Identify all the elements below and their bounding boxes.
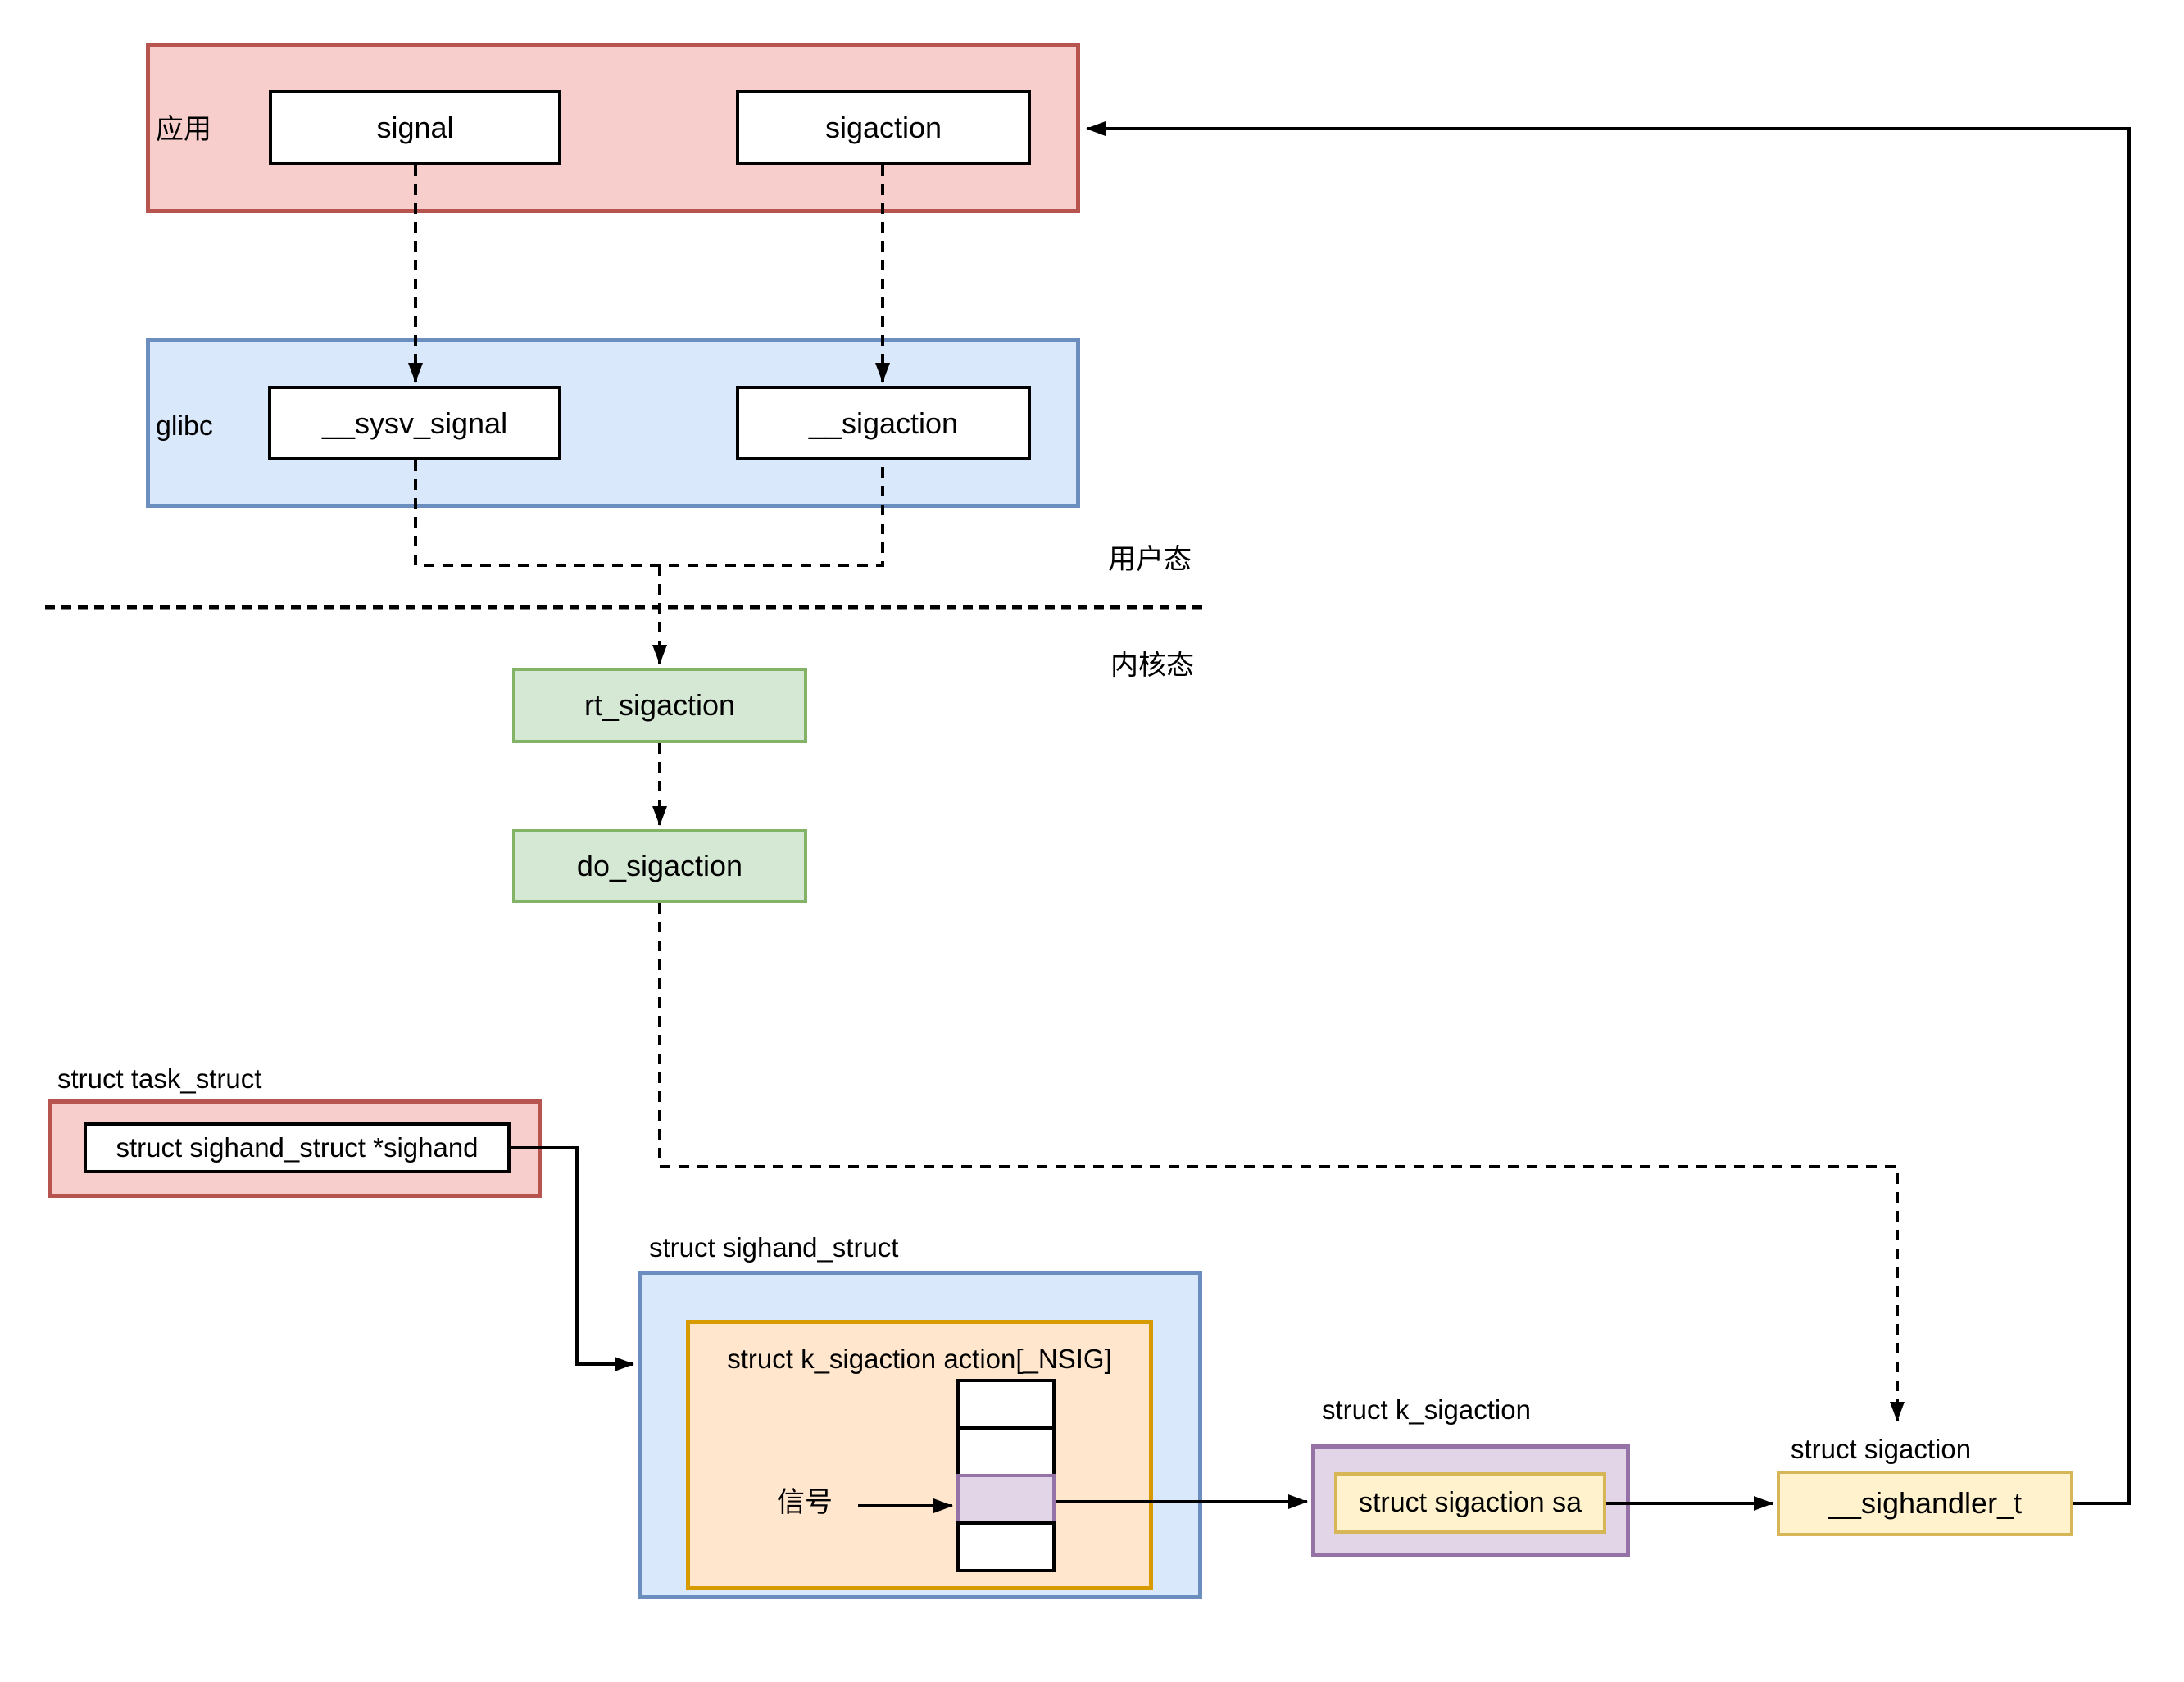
sighand-pointer-field: struct sighand_struct *sighand (84, 1122, 511, 1173)
k-sigaction-title: struct k_sigaction (1322, 1394, 1531, 1425)
sighand-pointer-field-label: struct sighand_struct *sighand (116, 1132, 479, 1163)
signal-box-label: signal (376, 111, 454, 145)
signal-index-label: 信号 (777, 1487, 833, 1518)
action-cell (956, 1379, 1056, 1430)
sighand-struct-title: struct sighand_struct (649, 1232, 899, 1263)
user-mode-label: 用户态 (1108, 544, 1192, 575)
glibc-layer-label: glibc (156, 410, 213, 442)
k-sigaction-array-label: struct k_sigaction action[_NSIG] (727, 1344, 1112, 1374)
do-sigaction-box: do_sigaction (512, 829, 807, 903)
sigaction-sa-field-label: struct sigaction sa (1358, 1487, 1582, 1519)
glibc-sigaction-box-label: __sigaction (808, 406, 959, 440)
sigaction-struct-title: struct sigaction (1791, 1434, 1972, 1464)
sigaction-sa-field: struct sigaction sa (1334, 1472, 1606, 1534)
action-cell (956, 1521, 1056, 1572)
sigaction-box-label: sigaction (824, 111, 942, 145)
sysv-signal-box-label: __sysv_signal (321, 406, 508, 440)
sysv-signal-box: __sysv_signal (268, 386, 561, 460)
sighandler-t-box: __sighandler_t (1777, 1471, 2073, 1536)
rt-sigaction-box-label: rt_sigaction (583, 688, 736, 723)
action-cell-highlighted (956, 1474, 1056, 1525)
kernel-mode-label: 内核态 (1110, 650, 1194, 681)
task-struct-title: struct task_struct (57, 1063, 262, 1094)
action-cell (956, 1426, 1056, 1477)
sigaction-box: sigaction (736, 90, 1031, 165)
rt-sigaction-box: rt_sigaction (512, 668, 807, 743)
glibc-sigaction-box: __sigaction (736, 386, 1031, 460)
arrow-sighandler-return-to-app (1086, 121, 2131, 1505)
sighandler-t-box-label: __sighandler_t (1828, 1486, 2023, 1521)
do-sigaction-box-label: do_sigaction (576, 849, 743, 883)
signal-box: signal (269, 90, 561, 165)
app-layer-label: 应用 (156, 114, 211, 145)
